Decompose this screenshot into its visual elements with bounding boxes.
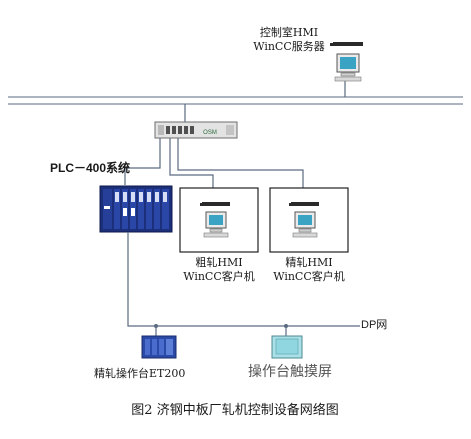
finish-client-label-line2: WinCC客户机 (273, 270, 345, 283)
switch-label: OSM (203, 130, 217, 136)
figure-caption: 图2 济钢中板厂轧机控制设备网络图 (131, 403, 339, 418)
plc-rack (99, 185, 173, 233)
dp-bus-line (127, 232, 360, 327)
et200-label: 精轧操作台ET200 (94, 367, 186, 380)
et200-device (141, 335, 177, 359)
rough-client-label-line1: 粗轧HMI (195, 256, 243, 269)
plc-title: PLC－400系统 (50, 161, 131, 175)
dp-bus-label: DP网 (361, 319, 388, 331)
switch-finish-client-line (177, 138, 304, 200)
server-label-line2: WinCC服务器 (253, 40, 325, 53)
server-computer-icon (330, 42, 363, 82)
et200-junction (154, 324, 158, 328)
switch-plc-line (124, 138, 161, 185)
rough-client-computer-icon (200, 202, 230, 238)
touch-panel-label: 操作台触摸屏 (248, 363, 332, 379)
finish-client-computer-icon (289, 202, 319, 238)
touch-panel-device (271, 335, 303, 359)
server-label-line1: 控制室HMI (259, 26, 319, 39)
osm-switch: OSM (154, 121, 238, 139)
finish-client-label-line1: 精轧HMI (285, 256, 333, 269)
panel-junction (284, 324, 288, 328)
ethernet-ring (8, 96, 463, 105)
rough-client-label-line2: WinCC客户机 (183, 270, 255, 283)
